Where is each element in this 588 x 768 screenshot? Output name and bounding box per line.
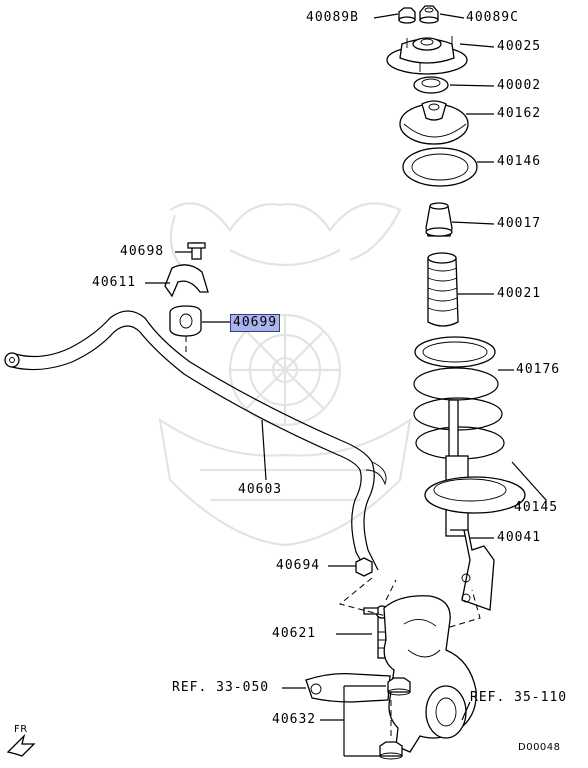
label-40162[interactable]: 40162: [497, 106, 542, 121]
label-40611[interactable]: 40611: [92, 275, 137, 290]
coil-spring: [413, 336, 505, 460]
label-40089c[interactable]: 40089C: [466, 10, 519, 25]
bushing-bracket: [164, 264, 209, 298]
label-40025[interactable]: 40025: [497, 39, 542, 54]
label-40699-highlighted[interactable]: 40699: [230, 314, 281, 332]
label-40089b[interactable]: 40089B: [306, 10, 359, 25]
bump-stopper: [425, 202, 453, 237]
label-40145[interactable]: 40145: [514, 500, 559, 515]
dust-boot: [427, 252, 459, 327]
label-40632[interactable]: 40632: [272, 712, 317, 727]
label-ref-33-050[interactable]: REF. 33-050: [172, 680, 270, 695]
front-direction-arrow: [6, 733, 36, 757]
label-40041[interactable]: 40041: [497, 530, 542, 545]
label-40017[interactable]: 40017: [497, 216, 542, 231]
ball-joint-nut-lower: [379, 741, 403, 760]
bracket-bolt: [187, 242, 206, 260]
direction-label: FR: [14, 724, 28, 735]
watermark-emblem: [158, 202, 412, 547]
stabilizer-bar: [4, 310, 387, 575]
lower-arm: [305, 672, 391, 703]
label-ref-35-110[interactable]: REF. 35-110: [470, 690, 568, 705]
lower-spring-seat: [424, 476, 526, 514]
nut-40089b: [398, 7, 416, 24]
ball-joint-nut-upper: [387, 677, 411, 696]
link-nut: [355, 557, 373, 577]
label-40694[interactable]: 40694: [276, 558, 321, 573]
strut-bearing: [413, 76, 449, 94]
label-40021[interactable]: 40021: [497, 286, 542, 301]
label-40146[interactable]: 40146: [497, 154, 542, 169]
label-40603[interactable]: 40603: [238, 482, 283, 497]
stabilizer-bushing: [169, 305, 202, 337]
label-40002[interactable]: 40002: [497, 78, 542, 93]
nut-40089c: [419, 5, 439, 24]
steering-knuckle: [383, 595, 477, 753]
leader-lines: [145, 13, 547, 757]
label-40176[interactable]: 40176: [516, 362, 561, 377]
diagram-code: D00048: [518, 742, 561, 753]
label-40621[interactable]: 40621: [272, 626, 317, 641]
label-40698[interactable]: 40698: [120, 244, 165, 259]
strut-top-mount: [386, 36, 468, 75]
spring-upper-pad: [402, 147, 478, 187]
upper-spring-seat: [399, 100, 469, 145]
